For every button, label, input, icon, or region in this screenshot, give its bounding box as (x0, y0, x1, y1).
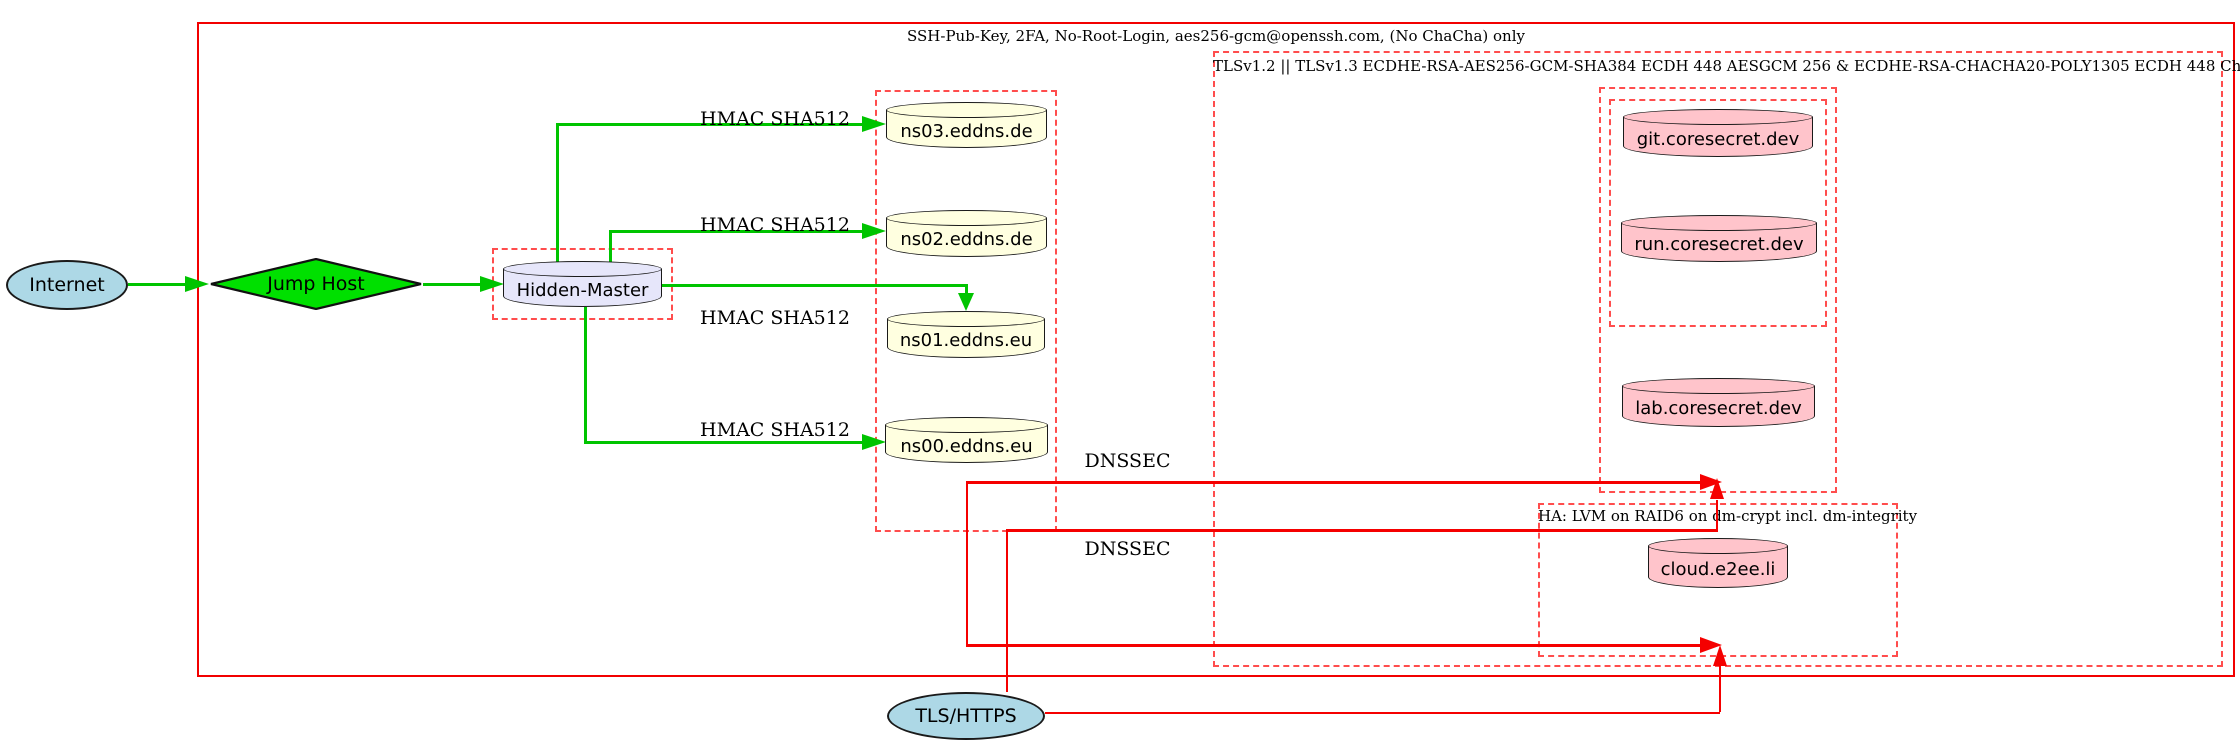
edge-dnssec2-v (1715, 500, 1718, 530)
node-jump-host: Jump Host (209, 257, 423, 311)
node-hidden-master: Hidden-Master (503, 261, 662, 307)
edge-label-hmac-ns01: HMAC SHA512 (700, 307, 850, 329)
arrowhead-hm-ns00 (862, 434, 886, 450)
edge-label-hmac-ns02: HMAC SHA512 (700, 214, 850, 236)
cylinder-cap (1621, 215, 1817, 231)
cylinder-cap (886, 102, 1047, 118)
edge-hm-ns00-h (584, 441, 862, 444)
node-run-coresecret-label: run.coresecret.dev (1634, 234, 1804, 255)
cluster-coresecret-inner-box (1609, 99, 1827, 327)
arrowhead-hm-ns01 (958, 293, 974, 311)
node-hidden-master-label: Hidden-Master (516, 279, 649, 301)
edge-hm-ns02-h (609, 230, 862, 233)
cylinder-body (503, 269, 662, 307)
edge-hm-ns00-v (584, 307, 587, 443)
arrowhead-jumphost-hiddenmaster (480, 276, 504, 292)
edge-label-hmac-ns00: HMAC SHA512 (700, 419, 850, 441)
node-tls-https: TLS/HTTPS (887, 692, 1045, 740)
node-ns00-label: ns00.eddns.eu (900, 435, 1033, 457)
edge-dnssec-coresecret-h (966, 481, 1700, 484)
node-ns00: ns00.eddns.eu (885, 417, 1048, 463)
edge-tlshttps-ha-v (1718, 666, 1721, 712)
cylinder-cap (886, 210, 1047, 226)
cylinder-cap (1622, 378, 1815, 394)
node-cloud-e2ee: cloud.e2ee.li (1648, 538, 1788, 588)
arrowhead-internet-jumphost (185, 276, 209, 292)
arrowhead-hm-ns02 (862, 223, 886, 239)
edge-hm-ns01-v (965, 284, 968, 295)
node-git-coresecret-label: git.coresecret.dev (1636, 128, 1800, 150)
cylinder-cap (885, 417, 1048, 433)
node-ns02: ns02.eddns.de (886, 210, 1047, 257)
edge-dnssec2-h (1005, 529, 1718, 532)
cylinder-cap (887, 311, 1045, 327)
edge-hm-ns03-v (556, 124, 559, 263)
edge-label-hmac-ns03: HMAC SHA512 (700, 108, 850, 130)
node-lab-coresecret-label: lab.coresecret.dev (1635, 398, 1802, 419)
arrowhead-dnssec2-coresecret (1710, 478, 1724, 499)
edge-label-dnssec-1: DNSSEC (1084, 450, 1171, 472)
cylinder-cap (1648, 538, 1788, 554)
node-git-coresecret: git.coresecret.dev (1623, 109, 1813, 157)
jump-host-diamond-shape (210, 257, 422, 311)
node-internet: Internet (6, 260, 128, 310)
arrowhead-tlshttps-ha (1713, 645, 1727, 666)
edge-tlshttps-up-v (1005, 530, 1008, 692)
edge-hm-ns03-h (556, 123, 862, 126)
node-internet-label: Internet (29, 274, 105, 296)
node-ns03: ns03.eddns.de (886, 102, 1047, 148)
node-jump-host-label: Jump Host (267, 273, 365, 295)
edge-red-vert-967 (965, 482, 968, 646)
cluster-tls-label: TLSv1.2 || TLSv1.3 ECDHE-RSA-AES256-GCM-… (1213, 57, 2240, 75)
node-lab-coresecret: lab.coresecret.dev (1622, 378, 1815, 427)
node-ns01-label: ns01.eddns.eu (899, 330, 1033, 351)
edge-red-ha-h (966, 644, 1700, 647)
node-tls-https-label: TLS/HTTPS (915, 705, 1017, 727)
edge-tlshttps-ha-h (1045, 711, 1720, 714)
cluster-ssh-box (197, 22, 2235, 677)
cluster-ha-label: HA: LVM on RAID6 on dm-crypt incl. dm-in… (1538, 507, 1918, 525)
edge-label-dnssec-2: DNSSEC (1084, 538, 1171, 560)
node-run-coresecret: run.coresecret.dev (1621, 215, 1817, 262)
edge-internet-jumphost (128, 283, 186, 286)
cylinder-cap (1623, 109, 1813, 125)
node-ns01: ns01.eddns.eu (887, 311, 1045, 358)
cylinder-cap (503, 261, 662, 277)
edge-hm-ns02-v (609, 231, 612, 263)
cluster-tls-box (1213, 51, 2223, 667)
arrowhead-hm-ns03 (862, 116, 886, 132)
cluster-ssh-label: SSH-Pub-Key, 2FA, No-Root-Login, aes256-… (907, 27, 1525, 45)
node-ns02-label: ns02.eddns.de (900, 229, 1033, 250)
node-cloud-e2ee-label: cloud.e2ee.li (1660, 558, 1776, 580)
edge-jumphost-hiddenmaster (423, 283, 481, 286)
edge-hm-ns01-h (662, 284, 967, 287)
node-ns03-label: ns03.eddns.de (900, 120, 1033, 142)
